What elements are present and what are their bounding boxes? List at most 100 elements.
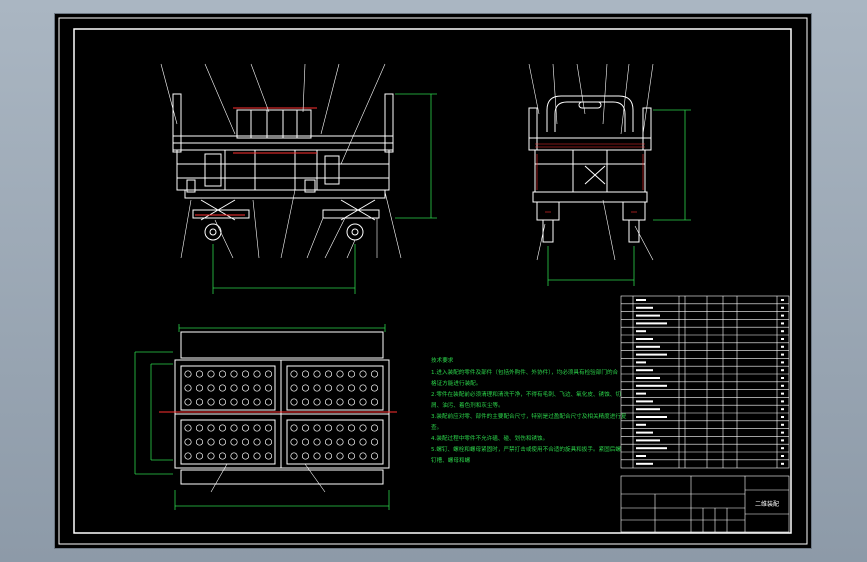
pattern-circle [207, 452, 215, 460]
top-view [174, 331, 390, 485]
front-view-dimensions [212, 93, 437, 294]
pattern-circle [195, 398, 204, 406]
tech-req-line: 查。 [431, 423, 442, 431]
pattern-circle [290, 370, 298, 378]
parts-list-text-mark [781, 447, 784, 450]
pattern-circle [184, 452, 192, 460]
side-view-dimensions [547, 109, 691, 286]
title-block [620, 475, 790, 533]
pattern-circle [184, 438, 192, 446]
pattern-circle [264, 452, 273, 460]
top-view-dimensions [134, 324, 390, 510]
pattern-circle [336, 438, 344, 446]
pattern-circle [336, 384, 344, 392]
parts-list-text-mark [636, 392, 646, 395]
pattern-circle [290, 424, 298, 432]
parts-list-text-mark [781, 384, 784, 387]
pattern-circle [301, 424, 310, 432]
pattern-circle [370, 438, 379, 446]
parts-list-text-mark [636, 400, 653, 403]
pattern-circle [195, 424, 204, 432]
pattern-circle [290, 384, 298, 392]
outer-frame [58, 17, 808, 545]
pattern-circle [218, 452, 227, 460]
pattern-circle [301, 384, 310, 392]
pattern-circle [184, 398, 192, 406]
pattern-circle [347, 438, 356, 446]
pattern-circle [207, 384, 215, 392]
parts-list-text-mark [636, 447, 667, 450]
pattern-circle [218, 398, 227, 406]
pattern-circle [264, 424, 273, 432]
pattern-circle [241, 384, 250, 392]
inner-frame [73, 28, 792, 534]
pattern-circle [347, 370, 356, 378]
pattern-circle [359, 452, 367, 460]
pattern-circle [313, 452, 321, 460]
pattern-circle [347, 452, 356, 460]
pattern-circle [301, 398, 310, 406]
side-view-leaders [528, 63, 654, 261]
parts-list-text-mark [781, 299, 784, 301]
drawing-sheet: 技术要求 1.进入装配的零件及部件（包括外购件、外协件），均必须具有检验部门的合… [55, 14, 811, 548]
pattern-circle [184, 384, 192, 392]
pattern-circle [195, 384, 204, 392]
parts-list-text-mark [781, 455, 784, 457]
parts-list-text-mark [781, 345, 784, 348]
pattern-circle [290, 452, 298, 460]
parts-list-text-mark [781, 377, 784, 379]
pattern-circle [370, 424, 379, 432]
pattern-circle [370, 384, 379, 392]
tech-req-line: 5.螺钉、螺栓和螺母紧固时，严禁打击或使用不合适的旋具和扳手。紧固后螺 [431, 445, 621, 453]
pattern-circle [230, 370, 238, 378]
pattern-circle [253, 424, 261, 432]
pattern-circle [218, 370, 227, 378]
pattern-circle [218, 438, 227, 446]
parts-list-text-mark [781, 314, 784, 317]
top-view-leaders [210, 463, 326, 493]
pattern-circle [301, 452, 310, 460]
pattern-circle [336, 424, 344, 432]
pattern-circle [230, 424, 238, 432]
pattern-circle [241, 398, 250, 406]
pattern-circle [241, 438, 250, 446]
parts-list-text-mark [781, 306, 784, 309]
parts-list-text-mark [636, 314, 660, 317]
pattern-circle [253, 452, 261, 460]
parts-list-text-mark [636, 361, 646, 364]
pattern-circle [253, 438, 261, 446]
pattern-circle [184, 370, 192, 378]
parts-list-text-mark [781, 338, 784, 340]
parts-list-text-mark [781, 408, 784, 411]
pattern-circle [301, 370, 310, 378]
top-view-pattern [184, 370, 379, 460]
pattern-circle [336, 370, 344, 378]
parts-list-text-mark [781, 392, 784, 395]
pattern-circle [264, 370, 273, 378]
pattern-circle [313, 438, 321, 446]
parts-list-text-mark [636, 408, 660, 411]
tech-req-line: 屑、油污、着色剂和灰尘等。 [431, 401, 504, 409]
pattern-circle [195, 452, 204, 460]
pattern-circle [241, 370, 250, 378]
parts-list-text-mark [781, 330, 784, 333]
pattern-circle [207, 370, 215, 378]
pattern-circle [290, 398, 298, 406]
pattern-circle [324, 424, 333, 432]
pattern-circle [313, 398, 321, 406]
pattern-circle [324, 452, 333, 460]
pattern-circle [195, 370, 204, 378]
parts-list-text-mark [636, 330, 646, 333]
side-view [528, 95, 652, 243]
parts-list-text-mark [781, 439, 784, 442]
pattern-circle [324, 398, 333, 406]
pattern-circle [370, 398, 379, 406]
parts-list-text-mark [781, 423, 784, 426]
parts-list-text-mark [636, 377, 660, 379]
pattern-circle [359, 398, 367, 406]
tech-req-line: 1.进入装配的零件及部件（包括外购件、外协件），均必须具有检验部门的合 [431, 368, 619, 376]
pattern-circle [336, 398, 344, 406]
tech-req-line: 格证方能进行装配。 [431, 379, 481, 387]
pattern-circle [207, 398, 215, 406]
pattern-circle [230, 438, 238, 446]
